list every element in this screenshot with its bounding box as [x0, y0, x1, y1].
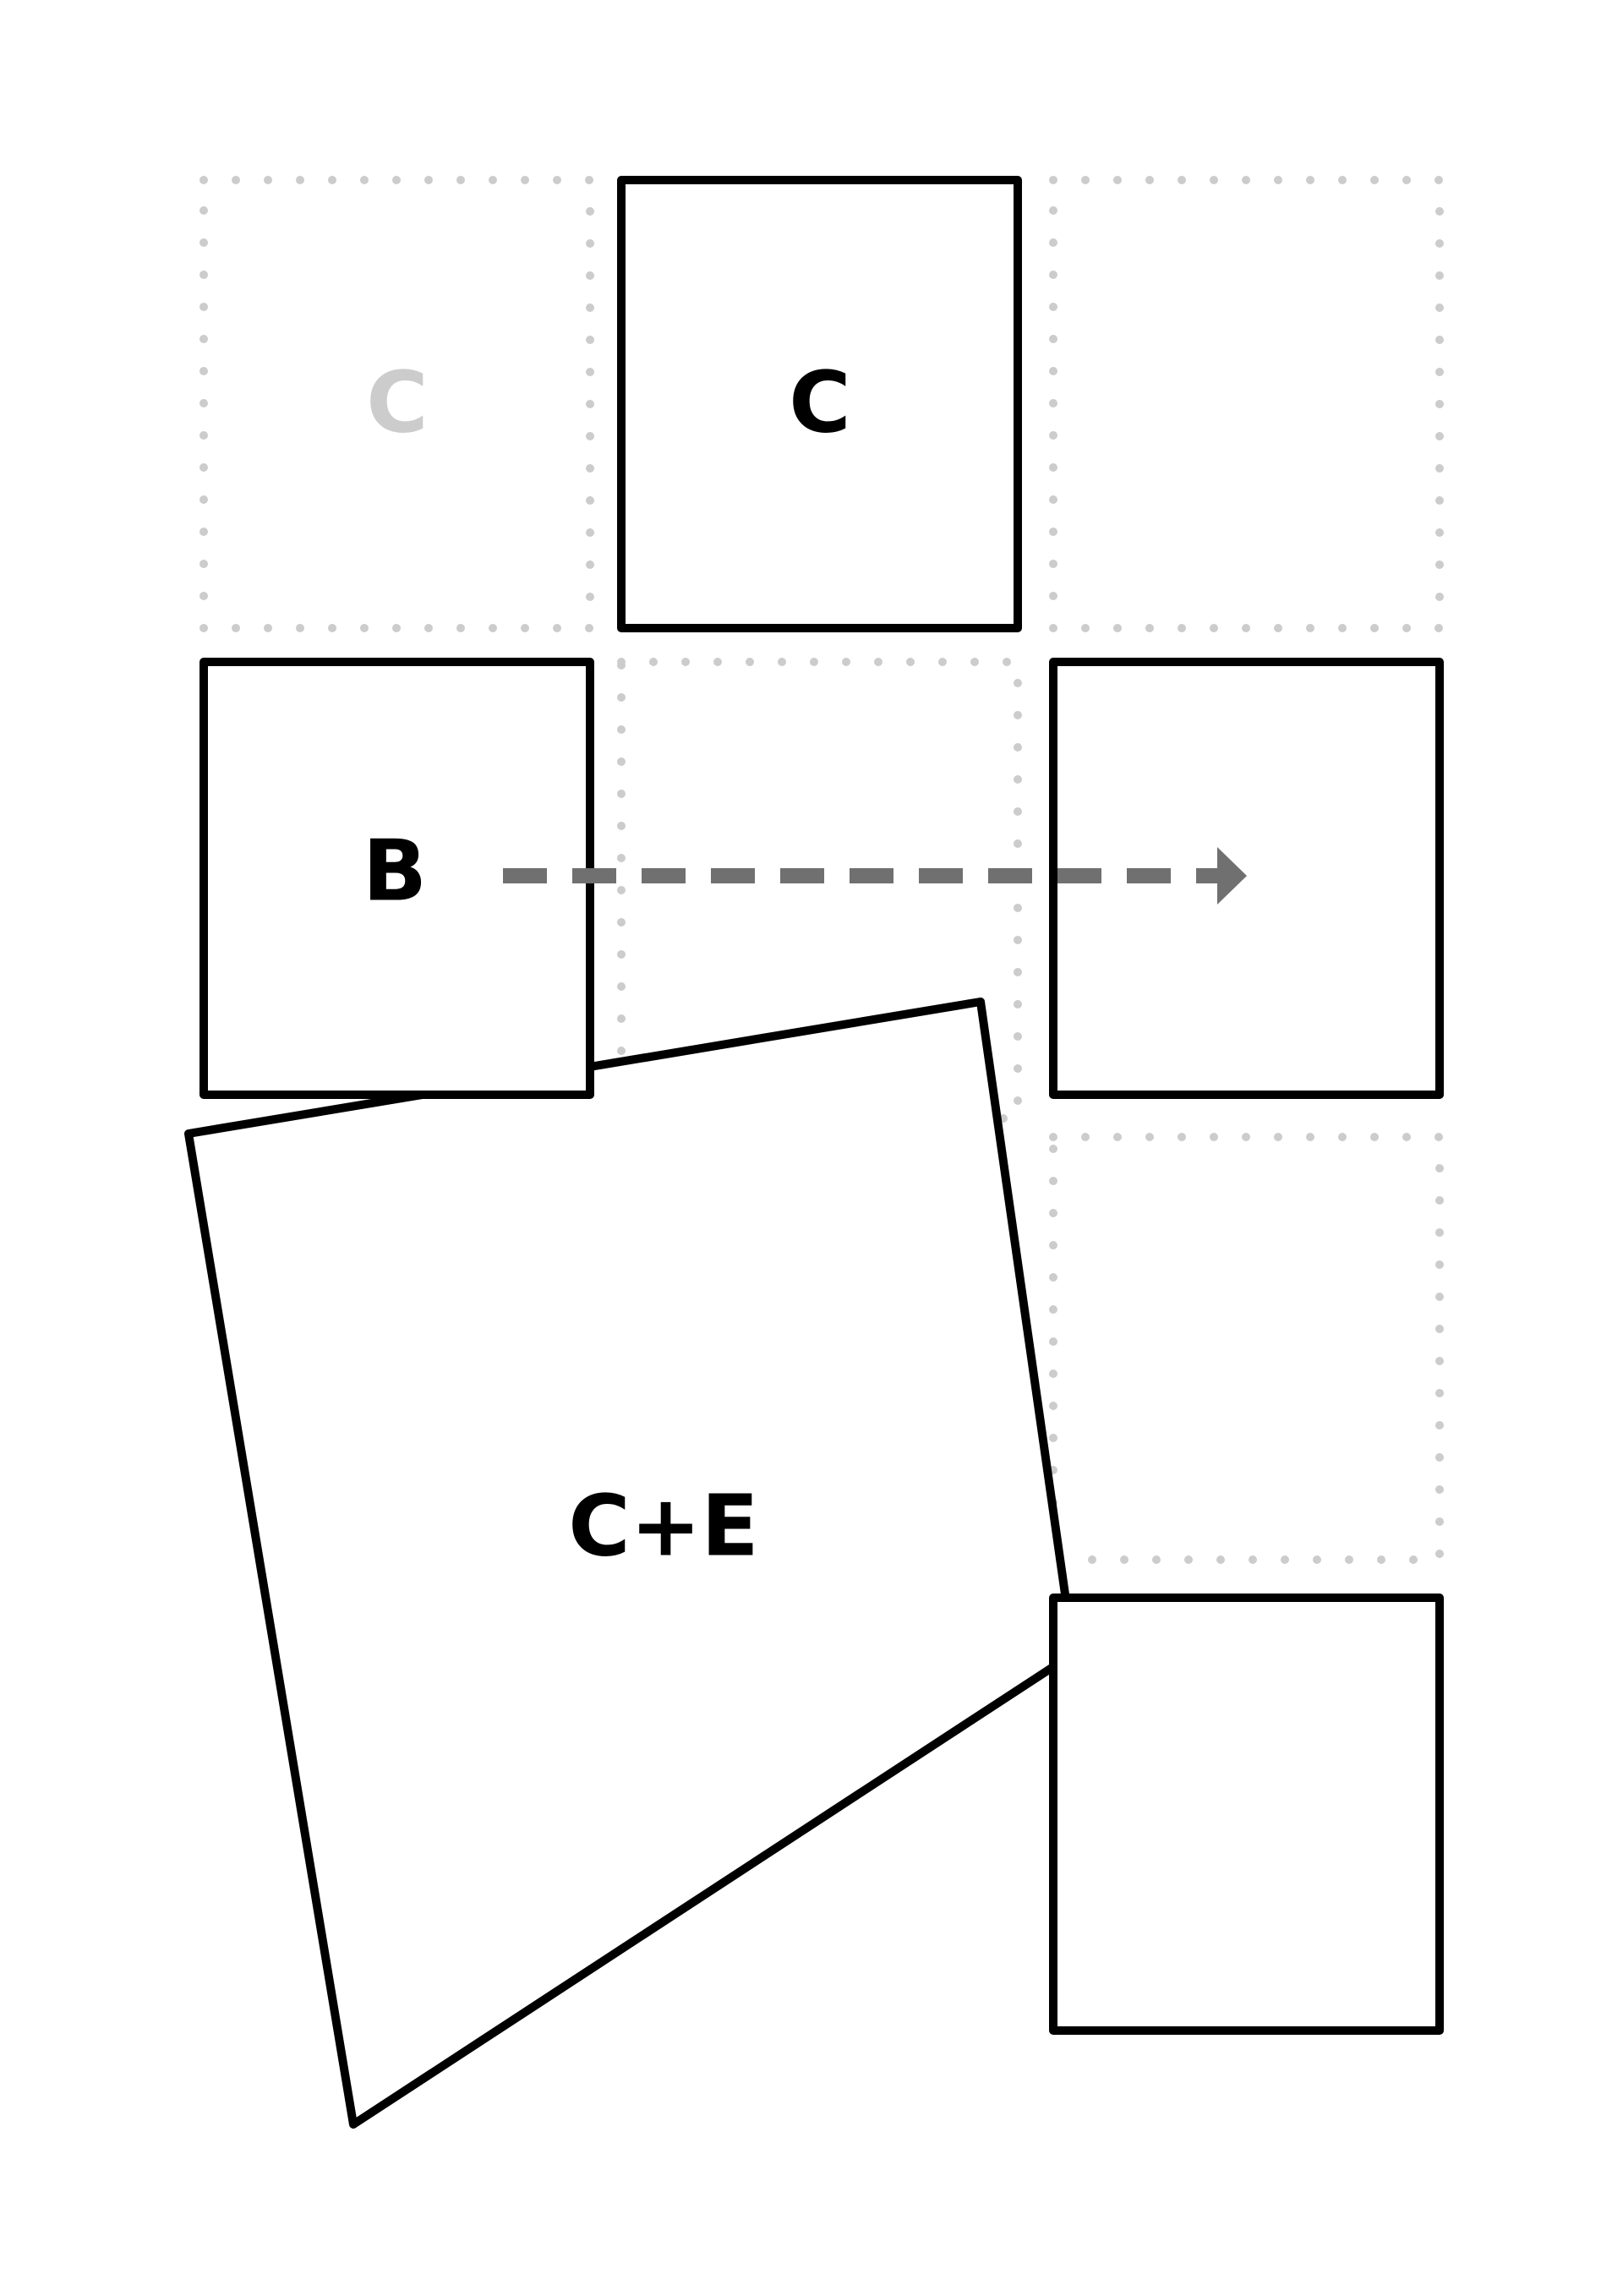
rotated-square-label: C+E — [568, 1476, 759, 1575]
ghost-cell-top-right — [1049, 176, 1444, 632]
ghost-cell-lower-right — [1049, 1133, 1444, 1564]
square-top-center — [617, 176, 1022, 632]
ghost-cell-top-left — [199, 176, 594, 632]
ghost-label-c: C — [366, 353, 428, 451]
square-middle-left-label: B — [363, 821, 427, 920]
square-top-center-label: C — [789, 353, 850, 451]
move-arrow-head — [1217, 847, 1247, 905]
ghost-cell-middle-center — [617, 658, 1022, 1123]
square-middle-right — [1049, 658, 1444, 1099]
square-bottom-right — [1049, 1594, 1444, 2035]
